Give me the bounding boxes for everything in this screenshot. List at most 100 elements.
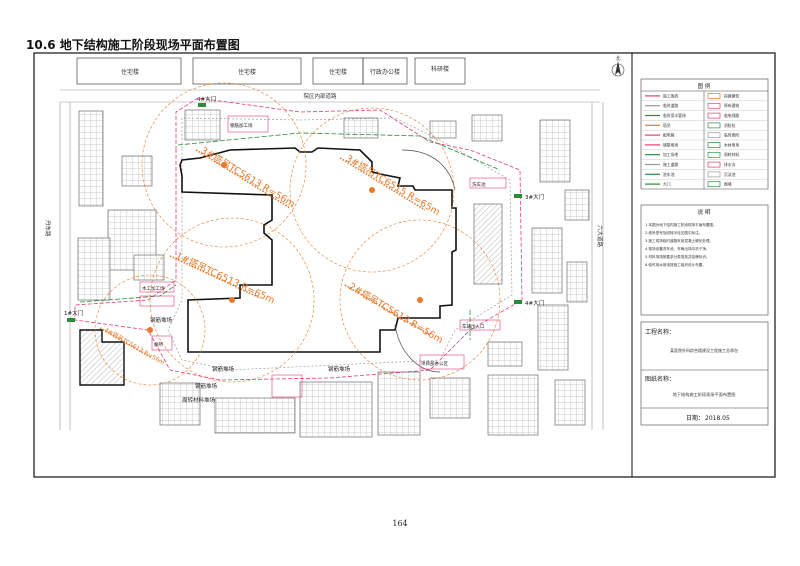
facility-box-1	[227, 115, 269, 133]
legend: 图 例 施工围挡拟建建筑临时道路原有建筑临时用水管线临电线路塔吊消防栓配电箱临时…	[640, 78, 769, 190]
internal-road-label: 院区内部道路	[303, 92, 337, 100]
existing-building-14	[487, 341, 523, 367]
note-3: 3.施工现场临时道路采用混凝土硬化处理。	[645, 238, 713, 243]
notes-title: 说 明	[698, 208, 711, 216]
crane-mast-5	[147, 327, 153, 333]
gate-marker-1	[198, 103, 206, 107]
crane-circle-4	[339, 219, 501, 381]
proposed-building-arc-lower	[394, 324, 441, 373]
label-material: 周转材料堆场	[182, 396, 216, 404]
gate-label-4: 1#大门	[64, 309, 83, 317]
page-heading: 10.6 地下结构施工阶段现场平面布置图	[26, 38, 240, 52]
existing-building-1	[78, 110, 104, 207]
note-5: 5.材料堆场按要求分类堆放并挂牌标识。	[645, 254, 710, 259]
date-label: 日期：	[686, 414, 704, 422]
gate-label-3: 4#大门	[525, 299, 544, 307]
label-rebar-3: 钢筋堆场	[328, 365, 351, 373]
left-road-label: 丹东路	[44, 220, 52, 237]
legend-swatch-2	[707, 142, 721, 148]
legend-name-label: 临时厕所	[724, 133, 739, 138]
existing-building-7	[343, 117, 379, 139]
existing-building-2	[121, 155, 153, 187]
drawing-label: 图纸名称：	[645, 375, 675, 383]
drawing-border	[33, 52, 776, 478]
crane-label-2: 3#塔吊TC6515 R=65m	[343, 152, 442, 218]
project-label: 工程名称：	[645, 328, 675, 336]
existing-buildings	[77, 109, 590, 438]
gate-marker-2	[514, 194, 522, 198]
gate-marker-4	[67, 318, 75, 322]
proposed-building-arc	[401, 149, 456, 191]
proposed-building	[179, 147, 457, 353]
top-building-5	[414, 57, 466, 85]
label-toilet: 厕所	[154, 341, 163, 348]
existing-building-20	[299, 381, 373, 438]
note-1: 1.本图为地下结构施工阶段现场平面布置图。	[645, 222, 717, 227]
legend-swatch-2	[707, 181, 721, 188]
legend-name-label: 周转材料	[724, 152, 739, 157]
legend-symbol-label: 大门	[663, 182, 671, 187]
crane-mast-3	[229, 297, 235, 303]
crane-circle-1	[141, 82, 307, 248]
top-buildings: 住宅楼 住宅楼 住宅楼 行政办公楼 科研楼	[76, 57, 466, 85]
legend-symbol-label: 施工围挡	[663, 93, 678, 98]
top-building-1	[76, 57, 182, 85]
existing-building-13	[566, 261, 588, 303]
existing-building-11	[564, 189, 590, 221]
note-4: 4.现场设置洗车池，车辆出场冲洗干净。	[645, 246, 710, 251]
crane-booms	[99, 149, 431, 359]
crane-boom-4	[344, 284, 431, 336]
top-label-2: 住宅楼	[238, 68, 256, 76]
legend-symbol-label: 施工道路	[663, 162, 678, 167]
facility-box-5	[459, 319, 501, 331]
label-rebar-4: 钢筋堆场	[195, 382, 218, 390]
drawing-name: 地下结构施工阶段现场平面布置图	[673, 391, 736, 398]
legend-swatch-2	[707, 93, 721, 99]
legend-symbol-label: 洗车池	[663, 172, 675, 177]
existing-building-17	[554, 379, 586, 426]
gate-marker-3	[514, 300, 522, 304]
existing-building-19	[429, 377, 471, 419]
existing-building-10	[539, 119, 571, 183]
crane-label-1: 3#塔吊TC5613 R=56m	[198, 144, 297, 210]
crane-label-4: 2#塔吊TC5613 R=56m	[346, 280, 445, 346]
gate-label-2: 3#大门	[525, 193, 544, 201]
legend-symbol-label: 临时用水管线	[663, 113, 686, 118]
existing-building-15	[537, 304, 569, 371]
construction-fence	[74, 97, 523, 381]
top-building-2	[192, 57, 302, 85]
page-number: 164	[392, 519, 408, 528]
crane-mast-1	[221, 162, 227, 168]
top-label-5: 科研楼	[431, 65, 449, 73]
legend-swatch-2	[707, 102, 721, 109]
crane-boom-1	[195, 149, 291, 209]
existing-building-18	[377, 371, 421, 436]
top-building-4	[362, 57, 408, 85]
existing-building-12	[531, 227, 563, 294]
crane-mast-2	[369, 187, 375, 193]
north-arrow: 北	[611, 55, 625, 77]
label-vehicle: 车辆出入口	[462, 323, 485, 330]
note-2: 2.塔吊型号及回转半径见图中标注。	[645, 230, 702, 235]
top-label-3: 住宅楼	[329, 68, 347, 76]
legend-symbol-label: 临时道路	[663, 103, 678, 108]
crane-masts	[147, 162, 423, 333]
legend-swatch-2	[707, 122, 721, 129]
facility-box-8	[151, 335, 173, 351]
legend-swatch-2	[707, 151, 721, 158]
existing-building-22	[159, 382, 201, 426]
facility-box-2	[139, 281, 175, 293]
label-wash: 洗车池	[472, 181, 486, 188]
legend-title: 图 例	[698, 82, 711, 90]
crane-circle-5	[94, 274, 206, 386]
crane-circles	[94, 82, 501, 386]
existing-building-4	[77, 237, 111, 301]
legend-swatch-2	[707, 171, 721, 178]
temporary-road	[167, 117, 513, 371]
site-labels: 钢筋堆场 钢筋堆场 钢筋堆场 钢筋堆场 周转材料堆场 钢筋加工场 木工加工场 项…	[142, 122, 486, 404]
label-proc-2: 木工加工场	[142, 285, 165, 292]
legend-symbol-label: 钢筋堆场	[663, 142, 678, 147]
notes: 说 明 1.本图为地下结构施工阶段现场平面布置图。 2.塔吊型号及回转半径见图中…	[640, 204, 769, 316]
site-facilities	[139, 115, 507, 398]
existing-building-16	[487, 374, 539, 436]
